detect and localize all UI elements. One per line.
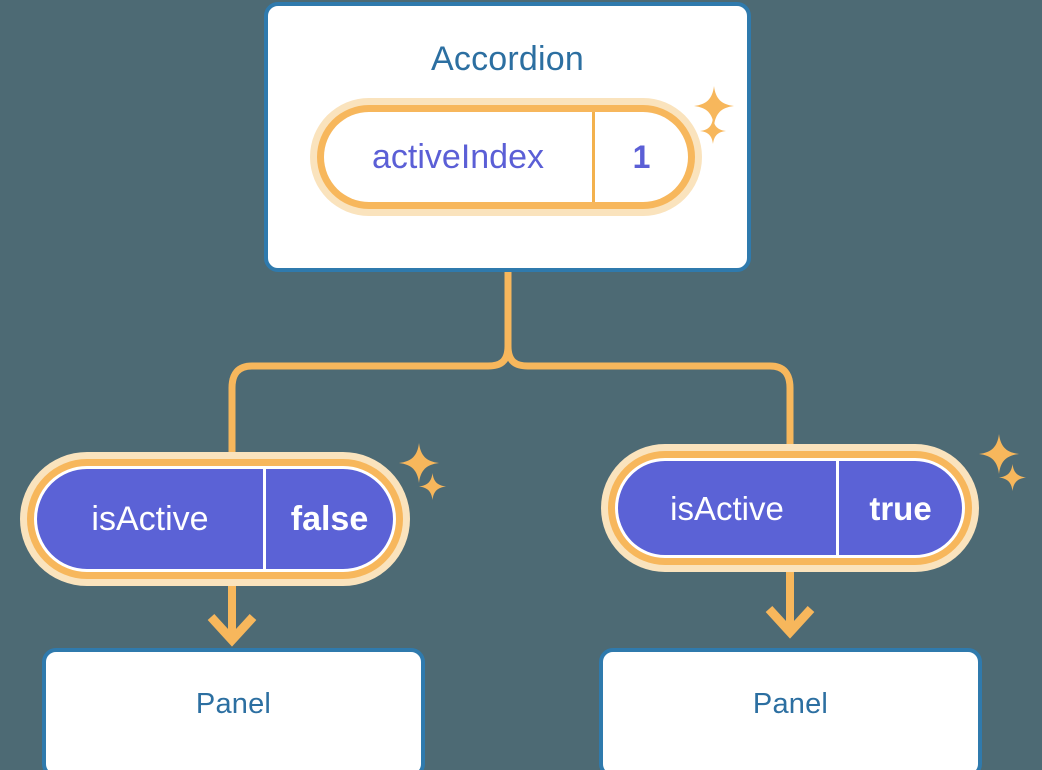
wire-branch-left xyxy=(228,342,512,456)
sparkle-large-icon xyxy=(399,443,439,483)
state-pill-is-active-false[interactable]: isActive false xyxy=(20,452,410,586)
state-value-label: 1 xyxy=(592,112,688,202)
panel-title: Panel xyxy=(195,688,272,720)
pill-body: activeIndex 1 xyxy=(324,112,688,202)
sparkle-small-icon xyxy=(999,464,1026,491)
state-value-label: false xyxy=(263,469,393,569)
component-card-panel-right[interactable]: Panel xyxy=(599,648,982,770)
state-value-label: true xyxy=(836,461,962,555)
panel-title: Panel xyxy=(752,688,829,720)
sparkle-small-icon xyxy=(419,473,446,500)
wire-branch-right xyxy=(504,342,794,448)
arrowhead-left xyxy=(207,613,257,647)
state-key-label: isActive xyxy=(670,489,784,527)
pill-body: isActive false xyxy=(34,466,396,572)
state-key-label: activeIndex xyxy=(372,138,544,176)
sparkle-large-icon xyxy=(979,434,1019,474)
page-title: Accordion xyxy=(431,40,584,78)
pill-ring: isActive true xyxy=(608,451,972,565)
pill-ring: isActive false xyxy=(27,459,403,579)
arrowhead-right xyxy=(765,605,815,639)
pill-body: isActive true xyxy=(615,458,965,558)
pill-ring: activeIndex 1 xyxy=(317,105,695,209)
state-key-label: isActive xyxy=(91,500,209,538)
state-pill-active-index[interactable]: activeIndex 1 xyxy=(310,98,702,216)
component-card-panel-left[interactable]: Panel xyxy=(42,648,425,770)
state-pill-is-active-true[interactable]: isActive true xyxy=(601,444,979,572)
